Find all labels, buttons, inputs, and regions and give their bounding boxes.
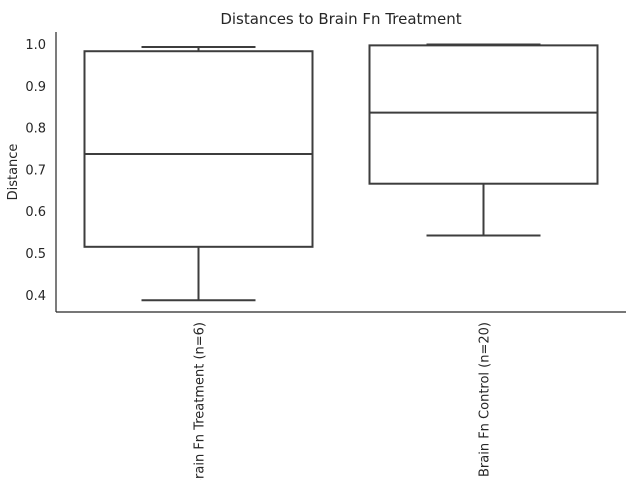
chart-title: Distances to Brain Fn Treatment [220, 10, 461, 28]
iqr-box [368, 44, 599, 185]
iqr-box [83, 50, 314, 248]
boxes [83, 43, 599, 302]
y-tick-label: 0.4 [25, 289, 46, 304]
x-tick-label: Brain Fn Control (n=20) [478, 322, 493, 477]
y-axis-label: Distance [6, 144, 21, 201]
y-tick-label: 0.7 [25, 163, 46, 178]
box-1 [83, 46, 314, 302]
y-tick-label: 1.0 [25, 38, 46, 53]
x-tick-label: Brain Fn Treatment (n=6) [193, 322, 208, 480]
y-axis-ticks: 0.4 0.5 0.6 0.7 0.8 0.9 1.0 [25, 38, 46, 304]
y-tick-label: 0.9 [25, 80, 46, 95]
x-axis-tick-labels: Brain Fn Treatment (n=6) Brain Fn Control… [193, 322, 493, 480]
y-tick-label: 0.6 [25, 205, 46, 220]
y-tick-label: 0.8 [25, 122, 46, 137]
y-tick-label: 0.5 [25, 247, 46, 262]
box-2 [368, 43, 599, 237]
